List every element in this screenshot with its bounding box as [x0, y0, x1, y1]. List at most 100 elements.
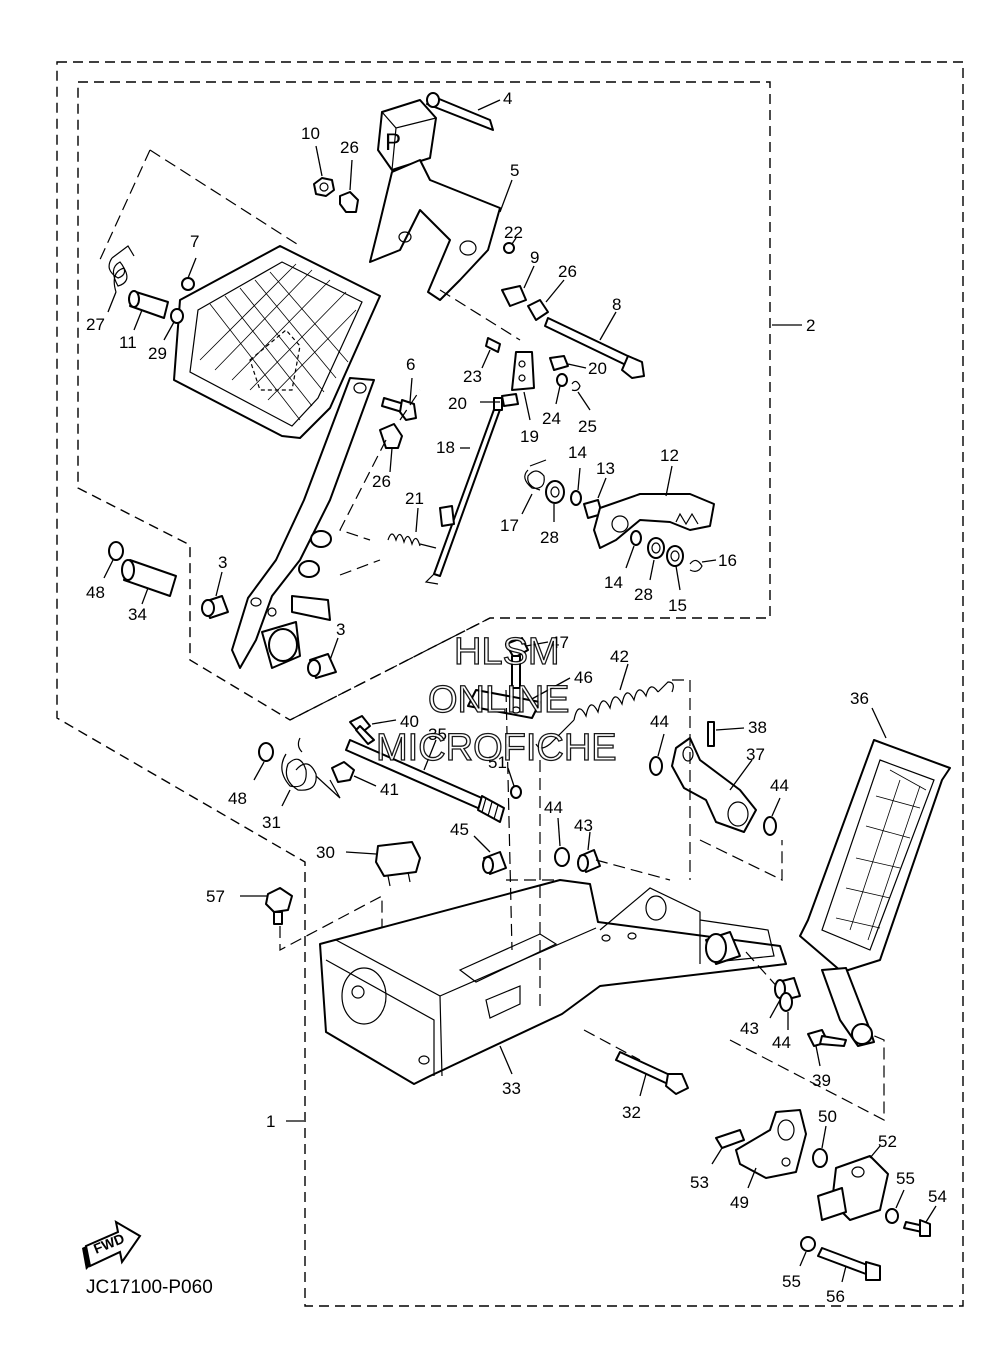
callout-46: 46: [574, 668, 593, 687]
bolt-part-39: [807, 1029, 847, 1047]
ring-part-44b: [649, 756, 663, 776]
washer-part-28b: [647, 537, 665, 559]
callout-12: 12: [660, 446, 679, 465]
ring-part-44c: [763, 816, 777, 836]
callout-5: 5: [510, 161, 519, 180]
callout-22: 22: [504, 223, 523, 242]
watermark-line-2: ONLINE: [428, 679, 569, 721]
washer-part-29: [170, 308, 184, 324]
callout-30: 30: [316, 843, 335, 862]
washer-part-15: [666, 545, 684, 567]
callout-44d: 44: [772, 1033, 791, 1052]
callout-44c: 44: [770, 776, 789, 795]
sensor-bracket-part-49: [735, 1109, 807, 1179]
callout-8: 8: [612, 295, 621, 314]
watermark-line-1: HLSM: [454, 631, 560, 673]
callout-55b: 55: [782, 1272, 801, 1291]
rod-part-18: [424, 397, 503, 585]
callout-26b: 26: [558, 262, 577, 281]
shaft-part-35: [345, 739, 505, 823]
spring-part-31: [281, 737, 341, 799]
collar-part-11: [128, 290, 169, 319]
nut-part-41: [331, 761, 355, 783]
callout-11: 11: [119, 333, 137, 352]
collar-arm-b: [298, 560, 320, 578]
washer-part-7: [181, 277, 195, 291]
callout-41: 41: [380, 780, 399, 799]
screw-part-54: [903, 1219, 931, 1237]
callout-49: 49: [730, 1193, 749, 1212]
callout-1: 1: [266, 1112, 275, 1131]
callout-57: 57: [206, 887, 225, 906]
lever-bracket-part-5: [369, 159, 501, 301]
washer-part-14a: [570, 490, 582, 506]
callout-21: 21: [405, 489, 424, 508]
upper-pedal: [173, 245, 381, 439]
callout-6: 6: [406, 355, 415, 374]
explode-lines-upper: [97, 149, 521, 576]
callout-31: 31: [262, 813, 281, 832]
callout-36: 36: [850, 689, 869, 708]
callout-20a: 20: [588, 359, 607, 378]
lever-part-37: [671, 737, 757, 833]
callout-25: 25: [578, 417, 597, 436]
callout-26c: 26: [372, 472, 391, 491]
assembly-1-boundary: [56, 61, 964, 1307]
callout-48a: 48: [86, 583, 105, 602]
callout-34: 34: [128, 605, 147, 624]
callout-43b: 43: [740, 1019, 759, 1038]
callout-44a: 44: [544, 798, 563, 817]
callout-55a: 55: [896, 1169, 915, 1188]
washer-part-48b: [258, 742, 274, 762]
bolt-part-8: [544, 317, 645, 379]
nut-part-10: [313, 177, 335, 197]
watermark: HLSM ONLINE MICROFICHE: [375, 630, 617, 769]
callout-54: 54: [928, 1187, 947, 1206]
diagram-code: JC17100-P060: [86, 1277, 213, 1298]
callout-2: 2: [806, 316, 815, 335]
ring-part-44d: [779, 992, 793, 1012]
callout-23: 23: [463, 367, 482, 386]
callout-14b: 14: [604, 573, 623, 592]
spring-part-27: [108, 245, 135, 293]
callout-28a: 28: [540, 528, 559, 547]
callout-15: 15: [668, 596, 687, 615]
clevis-part-19: [511, 351, 535, 391]
washer-part-14b: [630, 530, 642, 546]
clip-part-25: [571, 380, 581, 392]
nut-part-20a: [549, 355, 569, 371]
bolt-part-23: [485, 337, 501, 353]
ring-part-50: [812, 1148, 828, 1168]
parking-knob: P: [377, 99, 437, 171]
washer-part-28a: [545, 480, 565, 504]
spring-part-17: [524, 459, 547, 491]
collar-part-9: [501, 285, 527, 307]
callout-45: 45: [450, 820, 469, 839]
callout-33: 33: [502, 1079, 521, 1098]
bolt-part-6: [381, 397, 417, 421]
callout-51: 51: [488, 753, 507, 772]
lever-part-12: [593, 493, 715, 549]
callout-3a: 3: [218, 553, 227, 572]
explode-lines-lower: [289, 617, 885, 1121]
sensor-part-52: [817, 1155, 889, 1221]
pad-part-30: [375, 841, 421, 887]
clip-part-16: [689, 559, 703, 572]
callout-9: 9: [530, 248, 539, 267]
callout-7: 7: [190, 232, 199, 251]
callout-56: 56: [826, 1287, 845, 1306]
plate-part-46: [467, 689, 541, 719]
nut-part-20b: [501, 393, 519, 407]
callout-35: 35: [428, 725, 447, 744]
callout-48b: 48: [228, 789, 247, 808]
callout-3b: 3: [336, 620, 345, 639]
collar-part-34: [121, 559, 177, 597]
bolt-part-57: [265, 887, 293, 925]
bolt-part-32: [615, 1051, 689, 1095]
spring-part-42: [535, 681, 674, 749]
ring-part-44a: [554, 847, 570, 867]
callout-47: 47: [550, 633, 569, 652]
callout-16: 16: [718, 551, 737, 570]
callout-20b: 20: [448, 394, 467, 413]
